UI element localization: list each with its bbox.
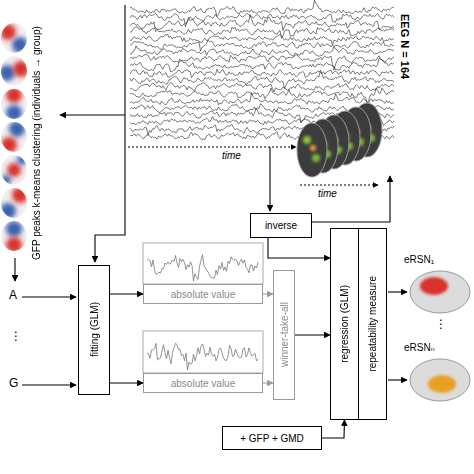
map-label: G (9, 377, 18, 391)
node-text: regression (GLM) (339, 285, 350, 363)
connector-arrow (263, 382, 273, 383)
activation-spot (312, 154, 320, 162)
connector-arrow (322, 420, 345, 438)
eeg-trace (130, 0, 394, 16)
eeg-trace (130, 34, 394, 45)
time-series-trace (147, 255, 258, 281)
map-blob (0, 203, 16, 219)
process-box: absolute value (143, 284, 263, 304)
process-box: repeatability measure (358, 228, 387, 420)
microstate-map (0, 56, 29, 86)
map-blob (7, 163, 21, 177)
arrow-line (22, 384, 76, 385)
map-label: A (9, 289, 17, 303)
map-blob (13, 61, 29, 77)
map-blob (12, 187, 28, 203)
eeg-trace (130, 69, 394, 78)
node-text: inverse (265, 220, 297, 231)
ellipsis: ⋮ (435, 318, 447, 332)
eeg-trace (130, 15, 394, 32)
microstate-map (0, 23, 28, 53)
input-box: + GFP + GMD (222, 426, 322, 450)
activation-spot (303, 136, 311, 144)
connector-arrow (263, 293, 273, 294)
brain-slice (297, 123, 327, 177)
map-blob (0, 24, 16, 40)
connector-arrow (268, 238, 330, 258)
map-base (1, 122, 27, 152)
bracket-line (95, 5, 125, 262)
brain-outline (410, 271, 470, 313)
brain-outline (410, 359, 470, 401)
eeg-trace (130, 88, 394, 104)
process-box: fitting (GLM) (78, 265, 110, 395)
arrow-line (14, 258, 15, 281)
map-blob (9, 121, 25, 137)
arrow-line (269, 147, 270, 211)
ellipsis: ⋮ (10, 330, 22, 344)
eeg-trace (130, 46, 394, 57)
map-blob (0, 65, 15, 81)
arrow-line (388, 291, 407, 292)
plot-frame (143, 331, 263, 373)
map-blob (6, 105, 22, 121)
process-box: regression (GLM) (330, 228, 359, 420)
arrow-line (22, 296, 76, 297)
arrow-line (60, 114, 125, 115)
network-label: eRSNₙ (404, 342, 435, 354)
map-blob (6, 87, 22, 103)
network-label: eRSN₁ (404, 254, 434, 266)
eeg-trace (130, 58, 394, 71)
ersn-brain (410, 271, 470, 313)
map-blob (1, 137, 17, 153)
activation-spot (310, 145, 316, 151)
node-text: absolute value (171, 289, 236, 300)
microstate-map (1, 121, 27, 153)
map-blob (17, 155, 27, 165)
connector-arrow (295, 334, 330, 335)
axis-label: time (222, 150, 241, 162)
time-series-trace (147, 343, 258, 370)
microstate-map (0, 187, 28, 219)
node-text: winner-take-all (279, 302, 290, 367)
process-box: inverse (250, 213, 312, 238)
connector-arrow (110, 293, 143, 294)
time-axis (300, 185, 378, 186)
connector-arrow (110, 382, 143, 383)
axis-label: time (318, 188, 337, 200)
time-axis (128, 147, 296, 148)
node-text: + GFP + GMD (240, 433, 304, 444)
map-blob (12, 37, 28, 53)
map-blob (6, 221, 22, 237)
microstate-map (1, 87, 27, 121)
node-text: fitting (GLM) (89, 302, 100, 357)
ersn-brain (410, 359, 470, 401)
microstate-map (1, 155, 27, 185)
microstate-map (1, 221, 27, 253)
eeg-trace (130, 40, 394, 51)
map-base (1, 155, 27, 185)
method-label: GFP peaks k-means clustering (individual… (31, 22, 43, 260)
process-box: absolute value (143, 373, 263, 393)
map-base (1, 23, 27, 53)
process-box: winner-take-all (273, 270, 295, 400)
dataset-label: EEG N = 164 (398, 14, 411, 79)
activation-blob (428, 375, 456, 393)
plot-frame (143, 243, 263, 284)
map-blob (1, 175, 11, 185)
arrow-line (388, 379, 407, 380)
activation-blob (420, 277, 448, 295)
arrow-line (312, 176, 390, 222)
source-image-stack (297, 103, 382, 177)
map-blob (6, 237, 22, 253)
eeg-trace (130, 83, 394, 92)
node-text: absolute value (171, 378, 236, 389)
node-text: repeatability measure (367, 276, 378, 372)
map-base (1, 188, 27, 218)
eeg-trace (130, 93, 394, 105)
